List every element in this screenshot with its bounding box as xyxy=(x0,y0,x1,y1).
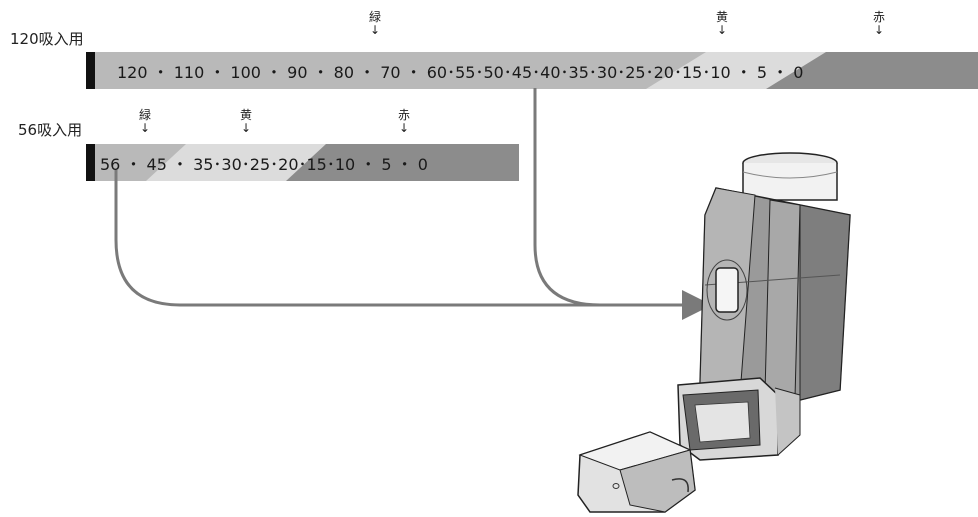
counter-120-yellow-mark: 黄 ↓ xyxy=(707,10,737,36)
down-arrow-icon: ↓ xyxy=(873,23,885,37)
counter-120-tab xyxy=(86,52,95,89)
red-zone xyxy=(286,144,519,181)
counter-56-red-mark: 赤 ↓ xyxy=(389,108,419,134)
canister xyxy=(742,152,838,201)
yellow-mark-label: 黄 xyxy=(239,108,252,122)
counter-56-sequence: 56 ・ 45 ・ 35･30･25･20･15･10 ・ 5 ・ 0 xyxy=(100,154,428,174)
green-mark-label: 緑 xyxy=(368,10,381,24)
counter-56-green-mark: 緑 ↓ xyxy=(130,108,160,134)
counter-120-green-mark: 緑 ↓ xyxy=(360,10,390,36)
mouthpiece xyxy=(677,377,801,461)
counter-120-red-mark: 赤 ↓ xyxy=(864,10,894,36)
green-mark-label: 緑 xyxy=(138,108,151,122)
down-arrow-icon: ↓ xyxy=(369,23,381,37)
arrow-from-120-counter xyxy=(533,88,700,307)
mouthpiece-cap xyxy=(577,431,696,513)
counter-120-bar: 120 ・ 110 ・ 100 ・ 90 ・ 80 ・ 70 ・ 60･55･5… xyxy=(86,52,978,89)
counter-56-label: 56吸入用 xyxy=(18,121,83,139)
counter-120-label: 120吸入用 xyxy=(10,30,84,48)
counter-56-yellow-mark: 黄 ↓ xyxy=(231,108,261,134)
down-arrow-icon: ↓ xyxy=(716,23,728,37)
counter-window xyxy=(715,267,739,313)
counter-120-sequence: 120 ・ 110 ・ 100 ・ 90 ・ 80 ・ 70 ・ 60･55･5… xyxy=(117,62,804,82)
counter-56-bar: 56 ・ 45 ・ 35･30･25･20･15･10 ・ 5 ・ 0 xyxy=(86,144,519,181)
inhaler-body xyxy=(699,187,851,401)
yellow-mark-label: 黄 xyxy=(715,10,728,24)
down-arrow-icon: ↓ xyxy=(240,121,252,135)
down-arrow-icon: ↓ xyxy=(139,121,151,135)
arrow-from-56-counter xyxy=(114,170,712,320)
red-mark-label: 赤 xyxy=(397,108,410,122)
red-mark-label: 赤 xyxy=(872,10,885,24)
down-arrow-icon: ↓ xyxy=(398,121,410,135)
counter-56-tab xyxy=(86,144,95,181)
